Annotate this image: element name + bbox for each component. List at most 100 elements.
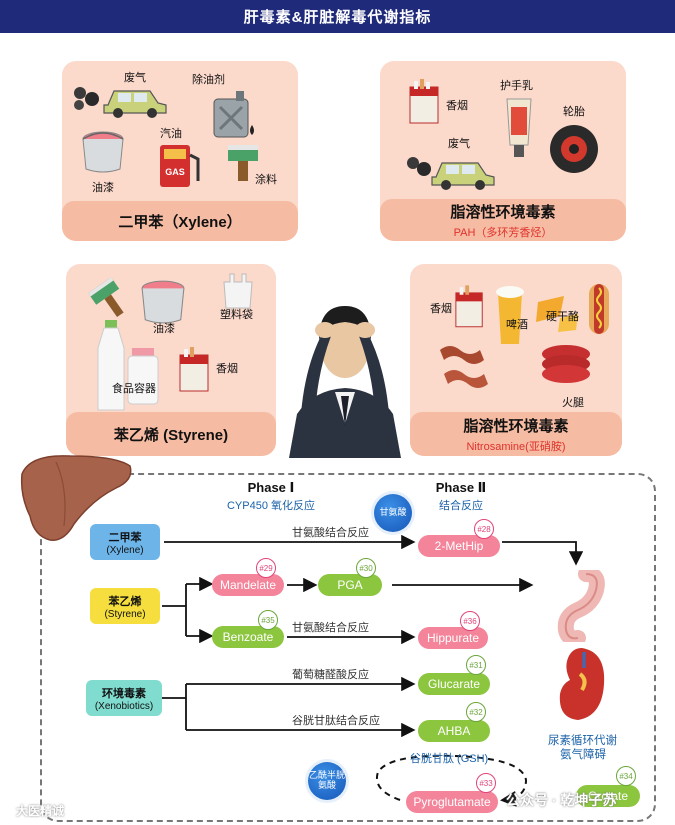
marker-29: #29 (256, 558, 276, 578)
jerrycan-icon (213, 91, 254, 138)
label-exhaust: 废气 (448, 138, 470, 150)
milk-bottle-icon (97, 320, 125, 411)
reaction-glutathione: 谷胱甘肽结合反应 (292, 715, 380, 727)
card-pah-subtitle: PAH（多环芳香烃） (453, 226, 553, 239)
metabolite-benzoate: Benzoate (212, 626, 284, 648)
phase2-subtitle: 结合反应 (439, 500, 483, 512)
card-styrene-title: 苯乙烯 (Styrene) (113, 426, 229, 444)
metabolite-hippurate: Hippurate (418, 627, 488, 649)
source-styrene-name: 苯乙烯 (108, 595, 142, 608)
phase1-subtitle: CYP450 氧化反应 (226, 500, 316, 512)
label-hand-cream: 护手乳 (500, 80, 533, 92)
watermark-right: 公众号 · 乾坤子苏 (506, 790, 616, 810)
exhaust-smoke-icon (407, 157, 431, 176)
watermark-prefix: 公众号 · (506, 792, 561, 808)
card-nitrosamine-footer: 脂溶性环境毒素 Nitrosamine(亚硝胺) (410, 412, 622, 456)
watermark-left: 大医精诚 (16, 804, 65, 818)
card-pah: 香烟 护手乳 轮胎 废气 脂溶性环境毒素 PAH（多环芳香烃） (380, 61, 626, 241)
tire-icon (550, 125, 598, 173)
intestine-illustration (557, 570, 605, 642)
marker-30: #30 (356, 558, 376, 578)
reaction-glycine-1: 甘氨酸结合反应 (292, 527, 369, 539)
gas-pump-icon: GAS (160, 145, 200, 187)
metabolite-glucarate: Glucarate (418, 673, 490, 695)
metabolite-pyroglutamate: Pyroglutamate (406, 791, 498, 813)
paint-bucket-icon (82, 131, 124, 173)
metabolite-mandelate: Mandelate (212, 574, 284, 596)
paint-brush-icon (228, 145, 258, 181)
label-coating: 涂料 (255, 174, 277, 186)
beer-glass-icon (496, 286, 524, 344)
liver-illustration (20, 455, 132, 541)
label-cigarette: 香烟 (216, 363, 238, 375)
nac-badge: 乙酰半胱氨酸 (308, 762, 346, 800)
card-nitrosamine-title: 脂溶性环境毒素 (463, 417, 569, 435)
cigarette-pack-icon (409, 79, 439, 124)
card-xylene-title: 二甲苯（Xylene） (118, 213, 242, 231)
reaction-glucuronidation: 葡萄糖醛酸反应 (292, 669, 369, 681)
metabolite-ahba: AHBA (418, 720, 490, 742)
urea-label-1: 尿素循环代谢 (548, 735, 617, 747)
metabolite-2-methip: 2-MetHip (418, 535, 500, 557)
label-degreaser: 除油剂 (192, 74, 225, 86)
marker-32: #32 (466, 702, 486, 722)
label-cigarette: 香烟 (430, 303, 452, 315)
phase2-title: Phase Ⅱ (435, 480, 487, 495)
label-plastic-bag: 塑料袋 (220, 309, 253, 321)
kidney-illustration (559, 648, 605, 720)
metabolite-orotate: Orotate (576, 785, 640, 807)
cheese-icon (536, 296, 578, 332)
label-ham: 火腿 (562, 397, 584, 409)
label-cigarette: 香烟 (446, 100, 468, 112)
label-food-container: 食品容器 (112, 383, 156, 395)
bacon-icon (440, 346, 488, 388)
reaction-glycine-2: 甘氨酸结合反应 (292, 622, 369, 634)
source-xylene-name: 二甲苯 (108, 531, 142, 544)
stressed-person-illustration (289, 306, 401, 458)
card-styrene: 油漆 塑料袋 食品容器 香烟 苯乙烯 (Styrene) (66, 264, 276, 456)
hand-cream-tube-icon (506, 98, 532, 157)
ham-slices-icon (542, 345, 590, 383)
card-nitrosamine: 香烟 啤酒 硬干酪 火腿 脂溶性环境毒素 Nitrosamine(亚硝胺) (410, 264, 622, 456)
car-icon (103, 90, 167, 118)
card-pah-footer: 脂溶性环境毒素 PAH（多环芳香烃） (380, 199, 626, 241)
label-exhaust: 废气 (124, 72, 146, 84)
jar-icon (127, 348, 159, 405)
plastic-bag-icon (223, 273, 253, 309)
car-icon (431, 162, 495, 190)
phase1-title: Phase Ⅰ (247, 480, 295, 495)
pathway-frame (40, 473, 656, 822)
marker-33: #33 (476, 773, 496, 793)
source-xylene-en: (Xylene) (106, 544, 144, 556)
label-paint: 油漆 (92, 182, 114, 194)
source-xylene: 二甲苯 (Xylene) (90, 524, 160, 560)
paint-bucket-icon (141, 280, 185, 324)
hotdog-icon (589, 284, 609, 334)
label-beer: 啤酒 (506, 319, 528, 331)
marker-34: #34 (616, 766, 636, 786)
cigarette-pack-icon (179, 347, 209, 392)
marker-28: #28 (474, 519, 494, 539)
marker-36: #36 (460, 611, 480, 631)
urea-label-2: 氨气障碍 (560, 749, 606, 761)
marker-31: #31 (466, 655, 486, 675)
card-xylene-footer: 二甲苯（Xylene） (62, 201, 298, 241)
watermark-name: 乾坤子苏 (560, 792, 617, 808)
card-xylene: 废气 除油剂 油漆 汽油 GAS 涂料 二甲苯（Xylene） (62, 61, 298, 241)
source-xenobiotics-en: (Xenobiotics) (94, 700, 154, 712)
label-paint: 油漆 (153, 323, 175, 335)
card-pah-title: 脂溶性环境毒素 (450, 203, 556, 221)
card-styrene-footer: 苯乙烯 (Styrene) (66, 412, 276, 456)
cigarette-pack-icon (455, 285, 483, 328)
page-title: 肝毒素&肝脏解毒代谢指标 (0, 0, 675, 33)
label-tire: 轮胎 (563, 106, 585, 118)
marker-35: #35 (258, 610, 278, 630)
svg-text:GAS: GAS (165, 167, 185, 177)
source-styrene: 苯乙烯 (Styrene) (90, 588, 160, 624)
glycine-badge: 甘氨酸 (374, 494, 412, 532)
source-xenobiotics-name: 环境毒素 (102, 687, 146, 700)
source-styrene-en: (Styrene) (104, 608, 146, 620)
source-xenobiotics: 环境毒素 (Xenobiotics) (86, 680, 162, 716)
gsh-label: 谷胱甘肽 (GSH) (410, 753, 489, 765)
